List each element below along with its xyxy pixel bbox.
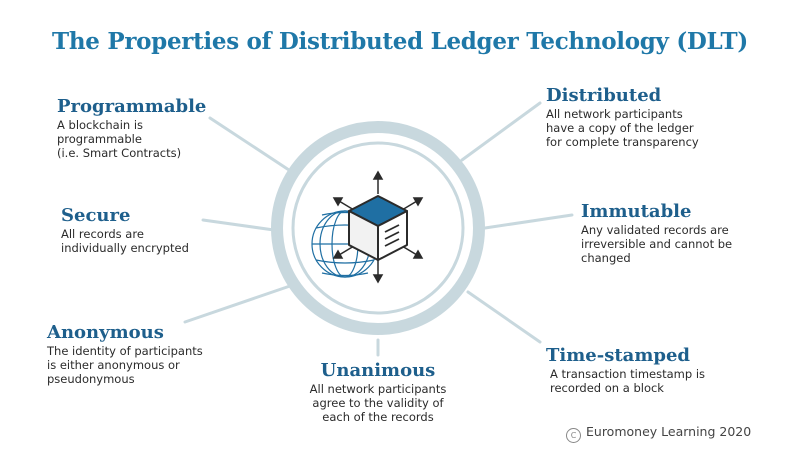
property-distributed: Distributed All network participants hav… bbox=[546, 85, 699, 149]
property-description: The identity of participants is either a… bbox=[47, 344, 203, 386]
property-programmable: Programmable A blockchain is programmabl… bbox=[57, 96, 206, 160]
cube-icon bbox=[348, 195, 408, 261]
property-description: A blockchain is programmable (i.e. Smart… bbox=[57, 118, 182, 160]
property-heading: Unanimous bbox=[320, 360, 436, 381]
property-heading: Anonymous bbox=[47, 322, 164, 343]
property-heading: Secure bbox=[61, 205, 131, 226]
credit: C Euromoney Learning 2020 bbox=[566, 424, 751, 443]
credit-text: Euromoney Learning 2020 bbox=[586, 424, 752, 439]
property-timestamped: Time-stamped A transaction timestamp is … bbox=[546, 345, 705, 395]
property-immutable: Immutable Any validated records are irre… bbox=[581, 201, 732, 265]
property-heading: Time-stamped bbox=[546, 345, 690, 366]
connector-secure bbox=[201, 218, 276, 232]
property-heading: Immutable bbox=[581, 201, 692, 222]
page-title: The Properties of Distributed Ledger Tec… bbox=[52, 28, 748, 55]
property-description: All network participants have a copy of … bbox=[546, 107, 699, 149]
property-secure: Secure All records are individually encr… bbox=[61, 205, 189, 255]
connector-distributed bbox=[460, 101, 542, 162]
property-heading: Distributed bbox=[546, 85, 662, 106]
arrows-icon bbox=[332, 170, 424, 284]
connector-programmable bbox=[208, 116, 294, 174]
property-description: Any validated records are irreversible a… bbox=[581, 223, 733, 265]
property-description: All network participants agree to the va… bbox=[309, 382, 447, 424]
property-description: All records are individually encrypted bbox=[61, 227, 189, 255]
connector-timestamped bbox=[466, 290, 542, 344]
copyright-icon: C bbox=[566, 428, 581, 443]
property-unanimous: Unanimous All network participants agree… bbox=[300, 360, 456, 424]
property-description: A transaction timestamp is recorded on a… bbox=[550, 367, 706, 395]
connector-immutable bbox=[483, 213, 574, 230]
connector-anonymous bbox=[183, 284, 292, 324]
property-anonymous: Anonymous The identity of participants i… bbox=[47, 322, 203, 386]
property-heading: Programmable bbox=[57, 96, 207, 117]
